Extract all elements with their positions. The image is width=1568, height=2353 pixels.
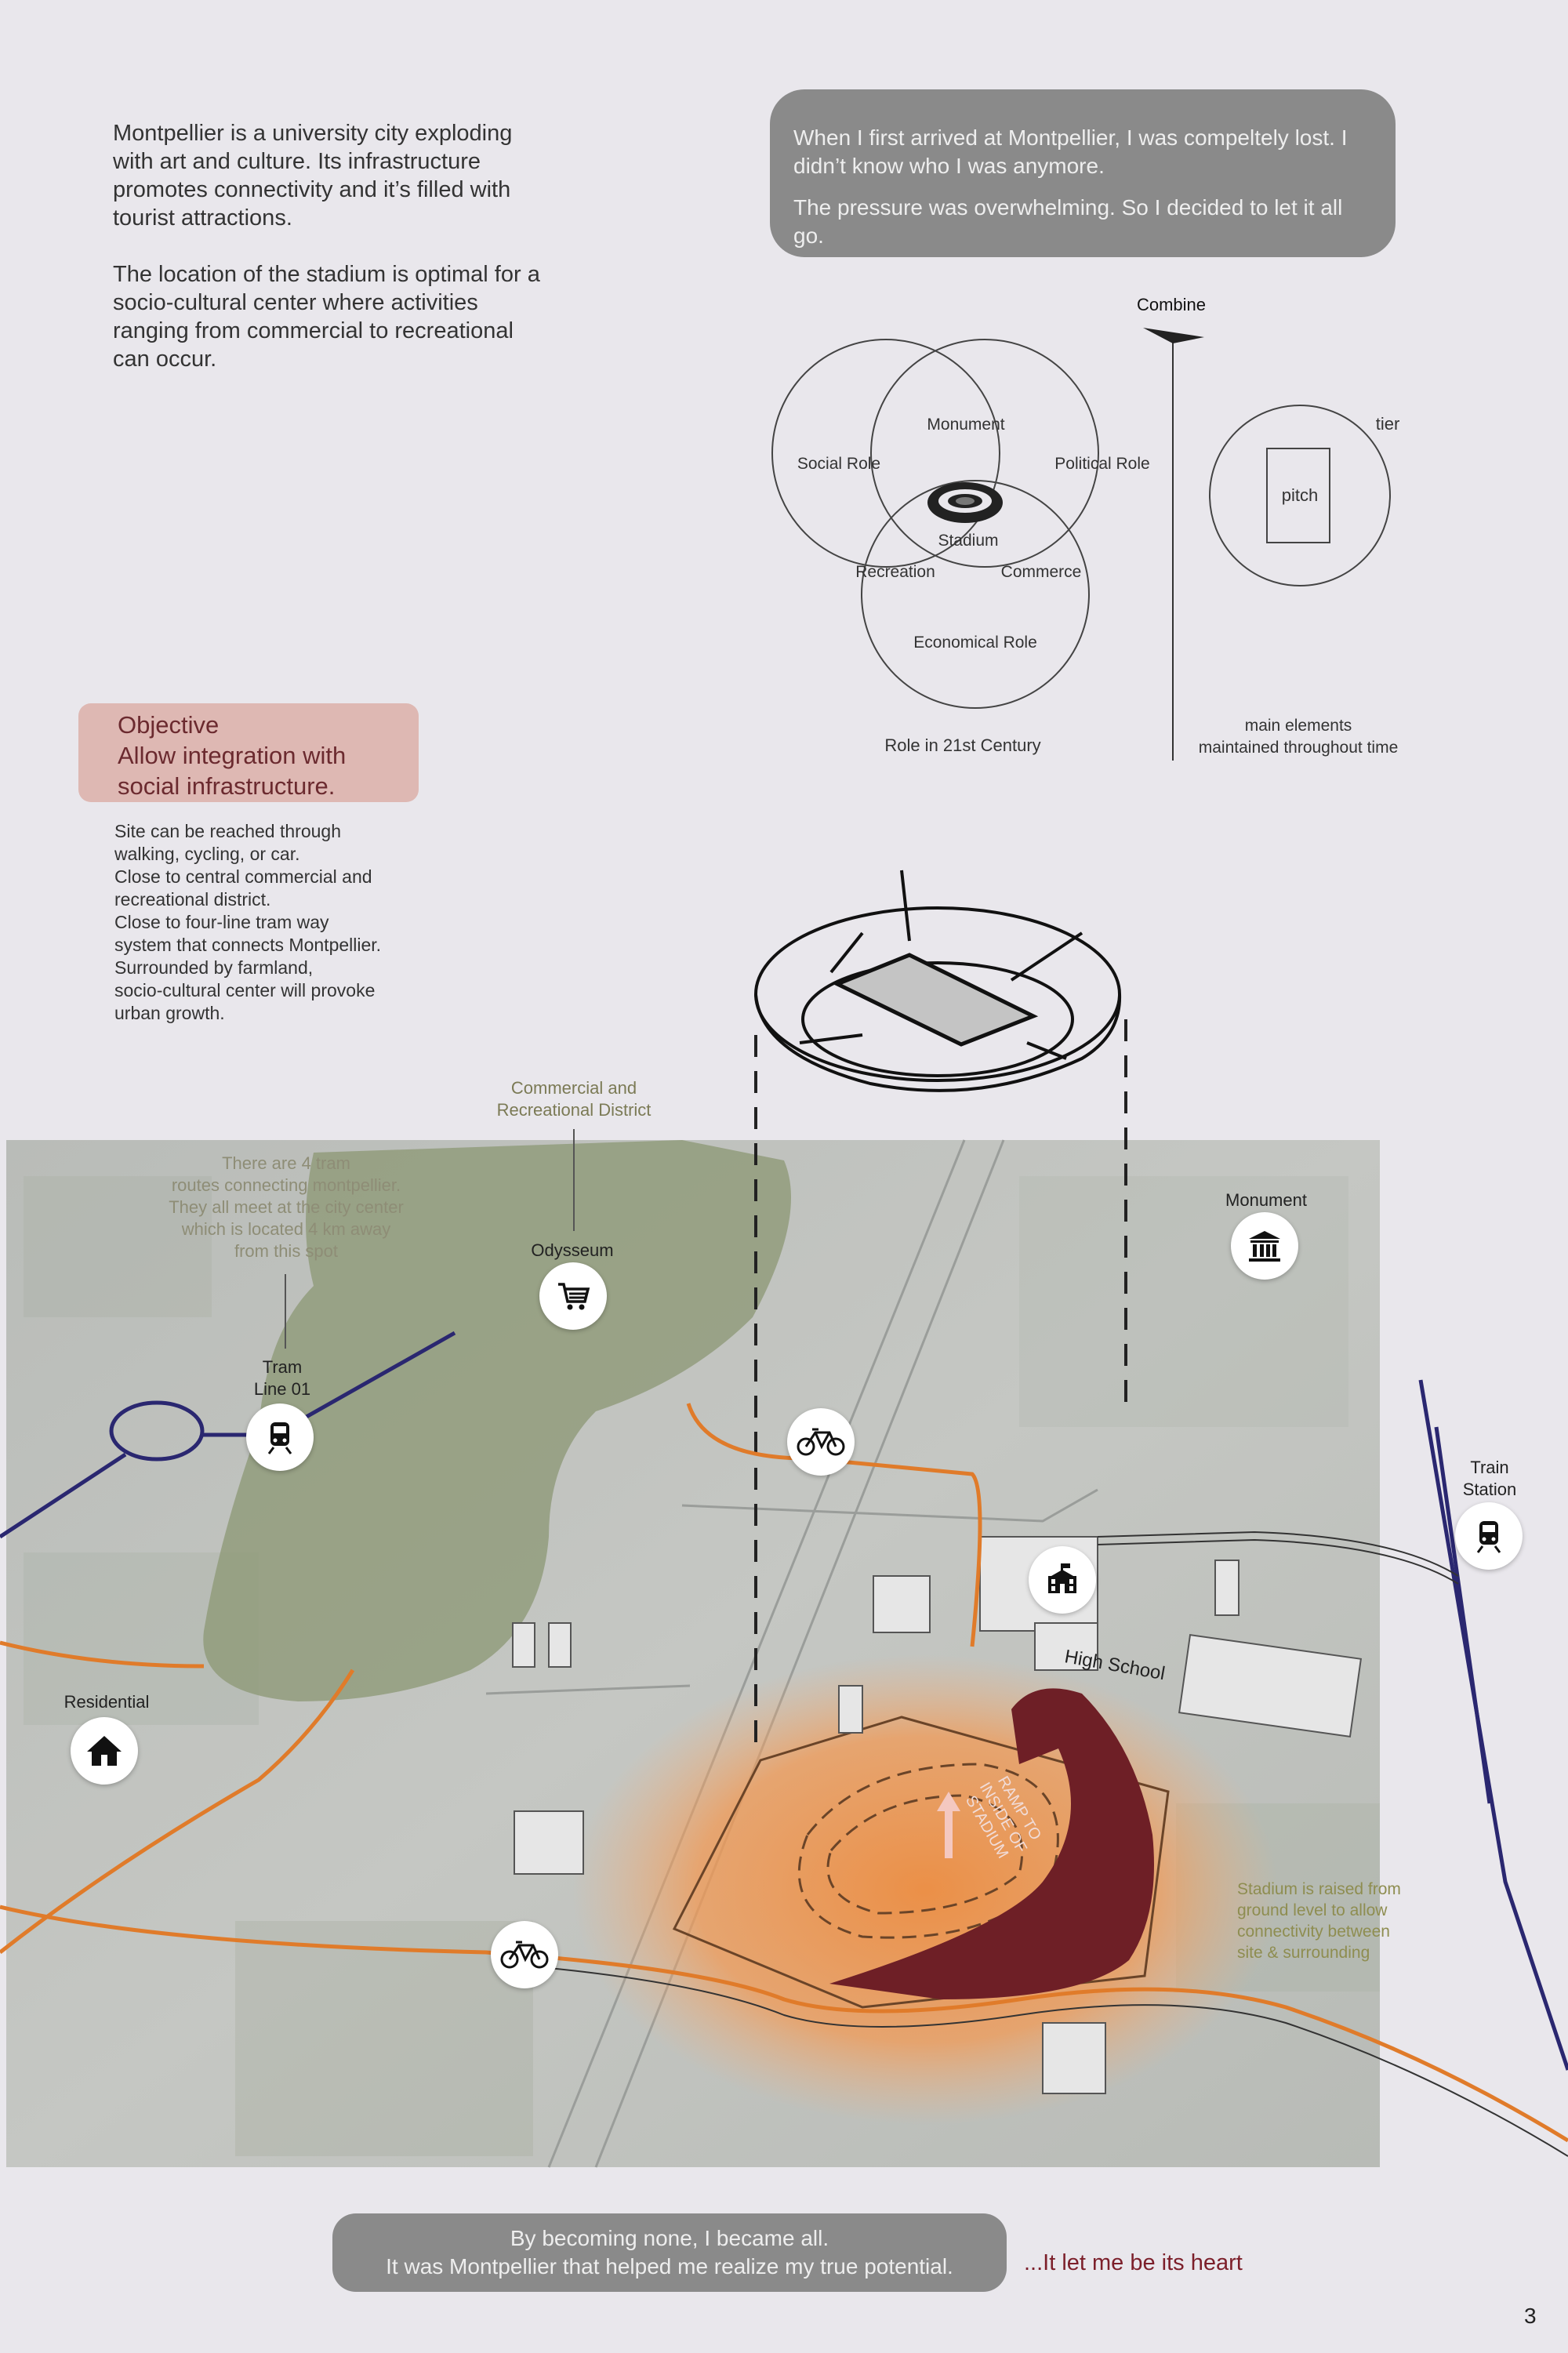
venn-circle-economical <box>861 480 1090 709</box>
bike-routes <box>0 1403 1568 2143</box>
objective-box: Objective Allow integration with social … <box>78 703 419 802</box>
bank-icon[interactable] <box>1231 1212 1298 1280</box>
quote-top-line-2: The pressure was overwhelming. So I deci… <box>793 195 1343 248</box>
venn-economical-role: Economical Role <box>913 634 1037 652</box>
closing-line: ...It let me be its heart <box>1024 2250 1243 2275</box>
objective-line-1: Allow integration with <box>118 742 347 769</box>
objective-heading: Objective <box>118 711 220 739</box>
quote-bottom-line-2: It was Montpellier that helped me realiz… <box>386 2254 953 2279</box>
intro-paragraph-1: Montpellier is a university city explodi… <box>113 121 513 231</box>
bicycle-icon[interactable] <box>787 1408 855 1476</box>
venn-commerce: Commerce <box>1001 563 1082 581</box>
note-line: urban growth. <box>114 1003 225 1023</box>
ramp-arrow <box>829 1688 1154 1999</box>
note-line: Surrounded by farmland, <box>114 957 314 978</box>
note-line: system that connects Montpellier. <box>114 935 382 955</box>
access-roads <box>548 1531 1568 2157</box>
combine-label: Combine <box>1137 295 1206 314</box>
note-line: walking, cycling, or car. <box>114 844 300 864</box>
main-elements-line-1: main elements <box>1245 717 1352 735</box>
quote-bubble-bottom: By becoming none, I became all. It was M… <box>332 2213 1007 2292</box>
tram-line-label: Tram Line 01 <box>253 1357 311 1399</box>
stadium-wireframe <box>754 870 1122 1092</box>
quote-bottom-line-1: By becoming none, I became all. <box>510 2226 829 2250</box>
tram-note: There are 4 tram routes connecting montp… <box>169 1153 404 1261</box>
pitch-label: pitch <box>1282 485 1318 505</box>
stadium-note: Stadium is raised from ground level to a… <box>1237 1880 1401 1962</box>
residential-label: Residential <box>64 1692 150 1712</box>
main-elements-line-2: maintained throughout time <box>1199 739 1399 757</box>
combine-flag-icon <box>1143 328 1204 343</box>
venn-social-role: Social Role <box>797 455 880 473</box>
commercial-district-area <box>203 1140 791 1701</box>
tier-label: tier <box>1376 414 1400 434</box>
intro-text: Montpellier is a university city explodi… <box>113 119 552 401</box>
objective-line-2: social infrastructure. <box>118 772 336 800</box>
tier-circle <box>1209 405 1391 586</box>
tram-line-route <box>0 1331 1568 2071</box>
quote-bubble-top: When I first arrived at Montpellier, I w… <box>770 89 1396 257</box>
pitch-rect <box>1266 448 1330 543</box>
note-line: recreational district. <box>114 889 271 910</box>
school-icon[interactable] <box>1029 1546 1096 1614</box>
tram-icon[interactable] <box>246 1403 314 1471</box>
venn-caption: Role in 21st Century <box>884 735 1040 755</box>
venn-diagram: Combine Monument Social Role Political R… <box>771 295 1400 761</box>
venn-recreation: Recreation <box>855 563 935 581</box>
train-station-label: Train Station <box>1462 1458 1517 1499</box>
monument-label: Monument <box>1225 1190 1307 1210</box>
page-number: 3 <box>1524 2304 1537 2328</box>
note-line: Close to four-line tram way <box>114 912 329 932</box>
stadium-glow <box>572 1654 1278 2125</box>
callout-lines <box>285 1129 575 1349</box>
quote-top-line-1: When I first arrived at Montpellier, I w… <box>793 125 1348 178</box>
note-line: socio-cultural center will provoke <box>114 980 376 1000</box>
house-icon[interactable] <box>71 1717 138 1785</box>
note-line: Site can be reached through <box>114 821 341 841</box>
projection-lines <box>754 1019 1127 1748</box>
site-map: High School <box>0 870 1568 2168</box>
venn-political-role: Political Role <box>1054 455 1149 473</box>
cart-icon[interactable] <box>539 1262 607 1330</box>
intro-paragraph-2: The location of the stadium is optimal f… <box>113 262 540 372</box>
note-line: Close to central commercial and <box>114 866 372 887</box>
tram-icon[interactable] <box>1455 1502 1523 1570</box>
odysseum-label: Odysseum <box>531 1240 614 1260</box>
stadium-icon <box>927 482 1003 523</box>
up-arrow-icon <box>937 1792 960 1858</box>
commercial-district-label: Commercial and Recreational District <box>496 1078 652 1120</box>
bicycle-icon[interactable] <box>491 1921 558 1988</box>
venn-circle-political <box>870 339 1099 568</box>
site-notes: Site can be reached through walking, cyc… <box>114 820 428 1025</box>
venn-stadium: Stadium <box>938 532 998 550</box>
venn-monument: Monument <box>927 416 1004 434</box>
venn-circle-social <box>771 339 1000 568</box>
